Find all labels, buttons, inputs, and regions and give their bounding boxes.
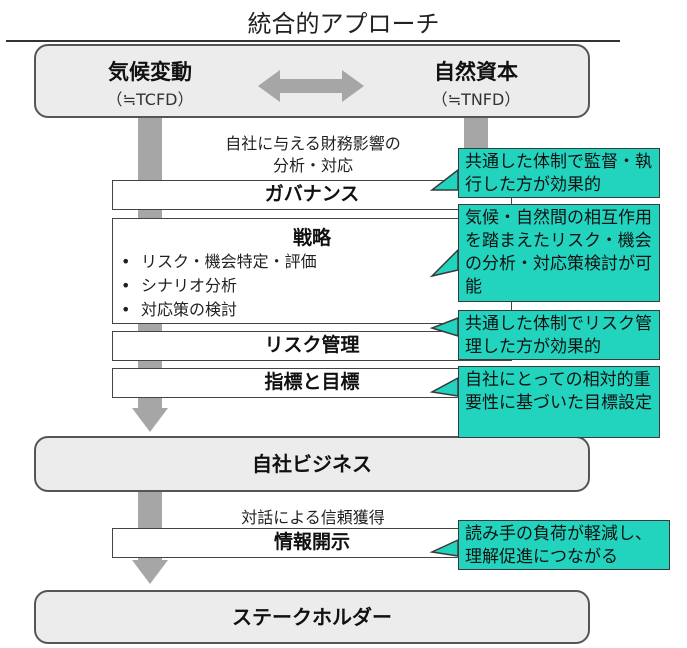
strategy-bullet-item: 対応策の検討 xyxy=(121,298,511,322)
title-underline xyxy=(6,40,620,42)
callout-strategy: 気候・自然間の相互作用を踏まえたリスク・機会の分析・対応策検討が可能 xyxy=(458,204,660,302)
business-box: 自社ビジネス xyxy=(34,436,590,492)
strategy-bullet-list: リスク・機会特定・評価 シナリオ分析 対応策の検討 xyxy=(113,250,511,322)
strategy-title: 戦略 xyxy=(292,227,331,249)
down-arrow-2-icon xyxy=(132,560,168,584)
metrics-targets-box: 指標と目標 xyxy=(112,368,512,398)
double-arrow-icon xyxy=(258,70,364,102)
down-arrow-1-icon xyxy=(132,408,168,432)
financial-impact-text-line2: 分析・対応 xyxy=(272,156,353,175)
callout-metrics: 自社にとっての相対的重要性に基づいた目標設定 xyxy=(458,366,660,438)
stakeholder-box: ステークホルダー xyxy=(34,590,590,644)
diagram-title: 統合的アプローチ xyxy=(247,10,440,38)
right-flow-bar xyxy=(464,118,488,148)
strategy-bullet-item: リスク・機会特定・評価 xyxy=(121,250,511,274)
callout-governance: 共通した体制で監督・執行した方が効果的 xyxy=(458,148,660,198)
callout-risk: 共通した体制でリスク管理した方が効果的 xyxy=(458,310,660,360)
strategy-bullet-item: シナリオ分析 xyxy=(121,274,511,298)
financial-impact-text-line1: 自社に与える財務影響の xyxy=(225,134,401,153)
climate-change-label: 気候変動 xyxy=(108,60,192,84)
tnfd-label: （≒TNFD） xyxy=(431,90,521,109)
natural-capital-label: 自然資本 xyxy=(434,60,518,84)
left-flow-bar-upper xyxy=(138,118,162,180)
risk-management-box: リスク管理 xyxy=(112,331,512,361)
callout-disclosure: 読み手の負荷が軽減し、理解促進につながる xyxy=(458,520,670,570)
dialogue-text: 対話による信頼獲得 xyxy=(241,508,385,527)
tcfd-label: （≒TCFD） xyxy=(106,90,194,109)
